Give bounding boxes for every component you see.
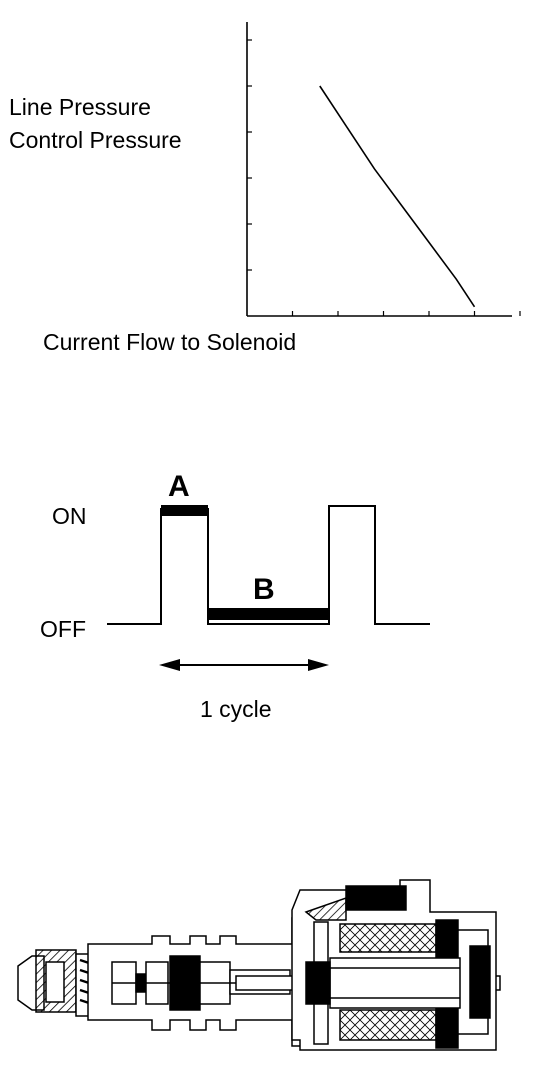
y-axis-label-line: Line Pressure [9, 94, 151, 120]
solenoid-coil-bottom [339, 1009, 437, 1041]
off-label: OFF [40, 616, 86, 642]
cycle-arrow-right-head [308, 659, 329, 671]
connector-black [345, 885, 407, 911]
chart-axes [246, 22, 512, 317]
label-b: B [253, 573, 275, 606]
on-label: ON [52, 503, 87, 529]
pressure-chart [246, 22, 521, 317]
off-period-bar-b [208, 608, 329, 620]
cycle-arrow-left-head [159, 659, 180, 671]
x-ticks [291, 311, 521, 316]
y-ticks [247, 39, 252, 271]
waveform-line [107, 505, 430, 625]
pressure-curve [319, 85, 476, 308]
cycle-label: 1 cycle [200, 696, 272, 722]
solenoid-coil-top [339, 923, 437, 953]
duty-cycle-waveform [107, 505, 430, 671]
armature [329, 957, 461, 1009]
connector-hatch [304, 896, 347, 921]
on-period-bar-a [161, 505, 208, 516]
x-axis-label: Current Flow to Solenoid [43, 329, 297, 355]
y-axis-label-control: Control Pressure [9, 127, 182, 153]
label-a: A [168, 470, 190, 503]
